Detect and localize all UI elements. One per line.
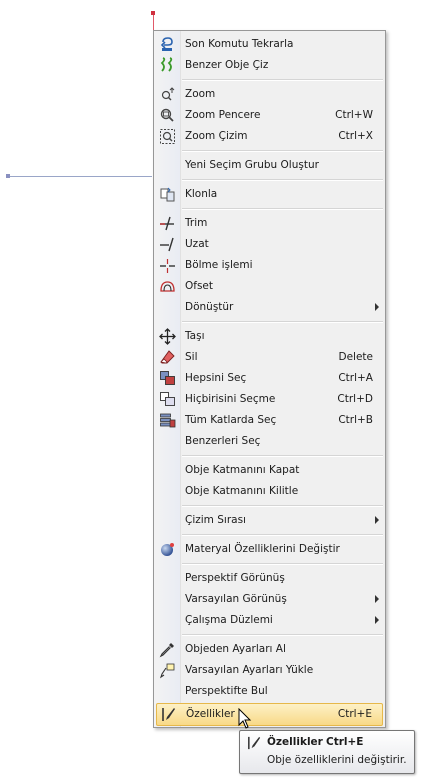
submenu-arrow-icon	[375, 616, 379, 624]
tooltip-description: Obje özelliklerini değiştirir.	[267, 754, 407, 766]
tooltip: Özellikler Ctrl+E Obje özelliklerini değ…	[239, 730, 415, 774]
menu-item-zoom-window[interactable]: Zoom Pencere Ctrl+W	[156, 105, 383, 126]
menu-separator	[182, 455, 383, 457]
menu-item-delete[interactable]: Sil Delete	[156, 347, 383, 368]
menu-item-clone[interactable]: Klonla	[156, 184, 383, 205]
submenu-arrow-icon	[375, 303, 379, 311]
redo-arrow-icon	[160, 37, 173, 51]
menu-item-load-default-settings[interactable]: Varsayılan Ayarları Yükle	[156, 660, 383, 681]
load-defaults-icon	[159, 663, 175, 679]
menu-item-zoom[interactable]: Zoom	[156, 84, 383, 105]
mouse-cursor-icon	[238, 708, 252, 729]
menu-item-trim[interactable]: Trim	[156, 213, 383, 234]
menu-item-perspective-view[interactable]: Perspektif Görünüş	[185, 572, 285, 584]
menu-item-select-all[interactable]: Hepsini Seç Ctrl+A	[156, 368, 383, 389]
select-none-icon	[160, 392, 175, 406]
menu-item-convert[interactable]: Dönüştür	[156, 297, 383, 318]
submenu-arrow-icon	[375, 516, 379, 524]
menu-item-default-view[interactable]: Varsayılan Görünüş	[156, 589, 383, 610]
menu-item-extend[interactable]: Uzat	[156, 234, 383, 255]
select-all-icon	[160, 371, 175, 385]
similar-object-icon	[160, 57, 173, 72]
menu-item-new-selection-group[interactable]: Yeni Seçim Grubu Oluştur	[185, 159, 319, 171]
trim-icon	[160, 216, 174, 231]
tooltip-shortcut: Ctrl+E	[326, 736, 364, 748]
menu-item-work-plane[interactable]: Çalışma Düzlemi	[156, 610, 383, 631]
context-menu: Son Komutu Tekrarla Benzer Obje Çiz Zoom…	[153, 30, 386, 728]
menu-item-lock-object-layer[interactable]: Obje Katmanını Kilitle	[185, 485, 299, 497]
menu-item-split[interactable]: Bölme işlemi	[156, 255, 383, 276]
zoom-extents-icon	[160, 129, 175, 144]
menu-item-draw-order[interactable]: Çizim Sırası	[156, 510, 383, 531]
menu-separator	[182, 321, 383, 323]
menu-item-draw-similar-object[interactable]: Benzer Obje Çiz	[156, 55, 383, 76]
select-all-floors-icon	[160, 413, 176, 428]
extend-icon	[160, 237, 174, 252]
move-icon	[159, 328, 176, 345]
menu-item-select-all-floors[interactable]: Tüm Katlarda Seç Ctrl+B	[156, 410, 383, 431]
menu-separator	[182, 150, 383, 152]
menu-separator	[182, 179, 383, 181]
properties-icon	[248, 736, 261, 750]
zoom-icon	[161, 87, 175, 101]
menu-separator	[182, 208, 383, 210]
menu-item-zoom-drawing[interactable]: Zoom Çizim Ctrl+X	[156, 126, 383, 147]
eraser-icon	[160, 350, 175, 364]
menu-item-change-material-properties[interactable]: Materyal Özelliklerini Değiştir	[156, 539, 383, 560]
menu-separator	[182, 563, 383, 565]
drawing-endpoint	[151, 11, 155, 15]
menu-item-select-similar[interactable]: Benzerleri Seç	[185, 435, 261, 447]
drawing-line-vertical	[153, 13, 154, 33]
drawing-endpoint	[6, 174, 10, 178]
menu-item-properties[interactable]: Özellikler Ctrl+E	[156, 703, 383, 726]
offset-icon	[160, 281, 175, 292]
menu-separator	[182, 505, 383, 507]
drawing-line-horizontal	[8, 176, 152, 177]
menu-separator	[182, 79, 383, 81]
menu-item-find-in-perspective[interactable]: Perspektifte Bul	[185, 685, 268, 697]
menu-item-hide-object-layer[interactable]: Obje Katmanını Kapat	[185, 464, 300, 476]
menu-separator	[182, 534, 383, 536]
menu-separator	[182, 634, 383, 636]
split-icon	[160, 259, 175, 273]
submenu-arrow-icon	[375, 595, 379, 603]
eyedropper-icon	[159, 643, 174, 658]
menu-item-repeat-last-command[interactable]: Son Komutu Tekrarla	[156, 34, 383, 55]
menu-item-offset[interactable]: Ofset	[156, 276, 383, 297]
menu-item-select-none[interactable]: Hiçbirisini Seçme Ctrl+D	[156, 389, 383, 410]
clone-icon	[160, 187, 175, 202]
material-sphere-icon	[161, 543, 174, 556]
zoom-window-icon	[160, 108, 174, 122]
tooltip-title: Özellikler	[267, 736, 323, 748]
properties-icon	[162, 708, 175, 721]
menu-item-move[interactable]: Taşı	[156, 326, 383, 347]
menu-item-get-settings-from-object[interactable]: Objeden Ayarları Al	[156, 639, 383, 660]
